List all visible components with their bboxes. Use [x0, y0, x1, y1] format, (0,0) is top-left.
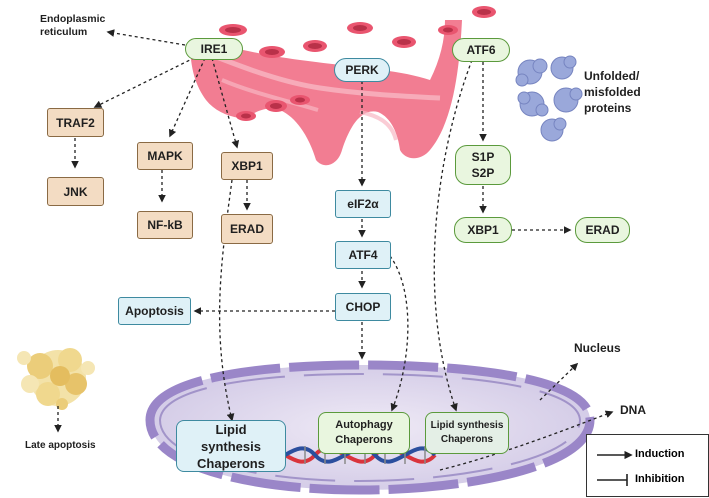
legend: Induction Inhibition [586, 434, 709, 497]
endoplasmic-reticulum-illustration [190, 6, 496, 166]
jnk-box: JNK [47, 177, 104, 206]
nucleus-label: Nucleus [574, 341, 621, 355]
erad-atf6-box: ERAD [575, 217, 630, 243]
ire1-sensor: IRE1 [185, 38, 243, 60]
xbp1-ire1-box: XBP1 [221, 152, 273, 180]
arrow-xbp1-lipid [218, 179, 235, 422]
arrow-atf6-lipid [433, 59, 473, 412]
autophagy-box: Autophagy Chaperons [318, 412, 410, 454]
mapk-box: MAPK [137, 142, 193, 170]
apoptosis-box: Apoptosis [118, 297, 191, 325]
legend-inhibition-label: Inhibition [635, 473, 685, 485]
er-label: Endoplasmic reticulum [40, 13, 106, 38]
perk-sensor: PERK [334, 58, 390, 82]
xbp1-atf6-box: XBP1 [454, 217, 512, 243]
legend-induction-label: Induction [635, 448, 685, 460]
unfolded-proteins-label: Unfolded/ misfolded proteins [584, 69, 641, 115]
late-apoptosis-label: Late apoptosis [25, 440, 96, 451]
lipid-synthesis-large-box: Lipid synthesis Chaperons [176, 420, 286, 472]
atf4-box: ATF4 [335, 241, 391, 269]
chop-box: CHOP [335, 293, 391, 321]
traf2-box: TRAF2 [47, 108, 104, 137]
apoptotic-cell-illustration [17, 348, 95, 410]
eif2a-box: eIF2α [335, 190, 391, 218]
arrow-ire1-traf2 [93, 54, 201, 108]
arrow-atf4-autophagy [389, 255, 409, 412]
pathway-arrows [54, 29, 614, 471]
legend-symbols [597, 450, 633, 486]
erad-ire1-box: ERAD [221, 214, 273, 244]
s1p-s2p-box: S1P S2P [455, 145, 511, 185]
arrow-nucleus [539, 362, 579, 401]
arrow-ire1-er [106, 29, 186, 46]
unfolded-proteins-illustration [515, 55, 583, 142]
nfkb-box: NF-kB [137, 211, 193, 239]
atf6-sensor: ATF6 [452, 38, 510, 62]
arrow-ire1-mapk [168, 57, 206, 138]
lipid-synthesis-small-box: Lipid synthesis Chaperons [425, 412, 509, 454]
dna-label: DNA [620, 403, 646, 417]
